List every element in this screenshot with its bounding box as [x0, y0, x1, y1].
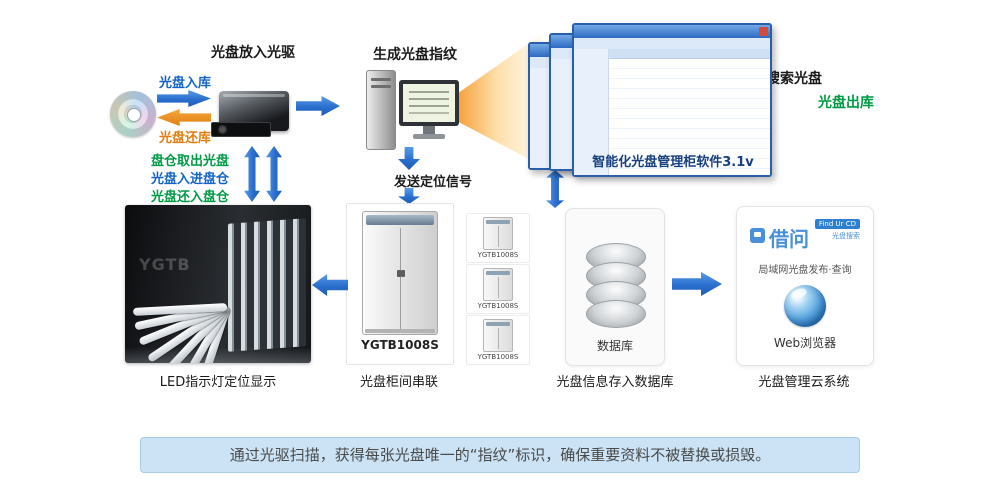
monitor-stand — [423, 126, 435, 134]
cloud-system-card: 借问 Find Ur CD 光盘搜索 局域网光盘发布·查询 Web浏览器 — [736, 206, 874, 366]
caption-cloud: 光盘管理云系统 — [758, 375, 850, 390]
computer-monitor-icon — [399, 80, 459, 144]
monitor-screen — [403, 84, 455, 122]
label-bin-put-in: 光盘入进盘仓 — [150, 172, 229, 187]
cabinet-base — [365, 329, 435, 333]
database-panel: 数据库 — [565, 208, 665, 366]
brand-badge: Find Ur CD — [814, 219, 860, 229]
cabinet-model: YGTB1008S — [361, 338, 439, 352]
arrow-db-to-cloud — [672, 272, 722, 296]
web-browser-sphere-icon — [784, 285, 826, 327]
arrow-drive-to-computer — [296, 96, 340, 116]
arrow-software-database — [546, 170, 564, 208]
caption-cabinet: 光盘柜间串联 — [359, 375, 438, 390]
window-titlebar — [574, 25, 770, 38]
label-disc-return: 光盘还库 — [158, 131, 211, 146]
label-bin-return: 光盘还入盘仓 — [150, 190, 229, 205]
mini-cabinet-1: YGTB1008S — [466, 213, 530, 263]
database-icon — [586, 243, 646, 328]
mini-cabinet-icon — [483, 268, 513, 301]
monitor-base — [413, 134, 445, 139]
arrow-bin-updown-2 — [266, 146, 282, 202]
mini-cabinet-icon — [483, 217, 513, 250]
caption-led: LED指示灯定位显示 — [159, 375, 277, 390]
cabinet-lock-icon — [401, 270, 406, 277]
mini-cabinet-model: YGTB1008S — [477, 302, 519, 310]
arrow-bin-updown-1 — [244, 146, 260, 202]
cabinet-lock-icon — [397, 270, 402, 277]
brand-row: 借问 Find Ur CD 光盘搜索 — [750, 219, 860, 251]
photo-floor — [125, 347, 311, 363]
disc-drive-icon — [211, 91, 289, 137]
disc-slats — [228, 218, 306, 352]
mini-cabinet-icon — [483, 319, 513, 352]
mini-cabinet-model: YGTB1008S — [477, 251, 519, 259]
label-disc-out: 光盘出库 — [818, 95, 874, 111]
cabinet-top-vent — [366, 215, 434, 225]
cabinet-image: YGTB1008S — [346, 203, 454, 365]
cabinet-door-split — [400, 228, 401, 329]
brand-name: 借问 — [769, 227, 809, 251]
mini-cabinet-2: YGTB1008S — [466, 264, 530, 314]
mini-cabinet-model: YGTB1008S — [477, 353, 519, 361]
label-put-disc: 光盘放入光驱 — [211, 45, 295, 61]
arrow-send-signal-top — [398, 147, 420, 170]
window-sidebar — [574, 49, 609, 175]
cd-disc-icon — [110, 91, 156, 137]
caption-database: 光盘信息存入数据库 — [556, 375, 674, 390]
mini-cabinet-3: YGTB1008S — [466, 315, 530, 365]
close-icon — [759, 27, 768, 36]
database-disc — [586, 300, 646, 328]
database-label: 数据库 — [596, 339, 633, 353]
computer-tower-icon — [366, 70, 396, 150]
jiewen-logo-icon — [750, 228, 765, 243]
arrow-disc-in — [157, 90, 211, 107]
label-search-disc: 搜索光盘 — [766, 71, 822, 87]
label-gen-fingerprint: 生成光盘指纹 — [373, 47, 457, 63]
arrow-send-signal-bottom — [398, 188, 420, 204]
web-browser-label: Web浏览器 — [773, 336, 837, 350]
label-send-signal: 发送定位信号 — [393, 175, 472, 190]
drive-open-tray — [211, 122, 271, 137]
window-table — [609, 49, 770, 175]
label-disc-in: 光盘入库 — [158, 76, 211, 91]
photo-watermark: YGTB — [139, 255, 191, 274]
disc-cabinet-icon — [362, 211, 438, 335]
cloud-description: 局域网光盘发布·查询 — [758, 265, 852, 276]
software-window-front — [572, 23, 772, 177]
led-rack-photo: YGTB — [125, 205, 311, 363]
summary-banner: 通过光驱扫描，获得每张光盘唯一的“指纹”标识，确保重要资料不被替换或损毁。 — [140, 437, 860, 473]
arrow-disc-return — [157, 109, 211, 126]
software-title: 智能化光盘管理柜软件3.1v — [592, 155, 754, 170]
label-bin-take-out: 盘仓取出光盘 — [150, 154, 229, 169]
arrow-cabinet-to-led — [312, 274, 348, 296]
brand-tagline: 光盘搜索 — [832, 232, 860, 240]
